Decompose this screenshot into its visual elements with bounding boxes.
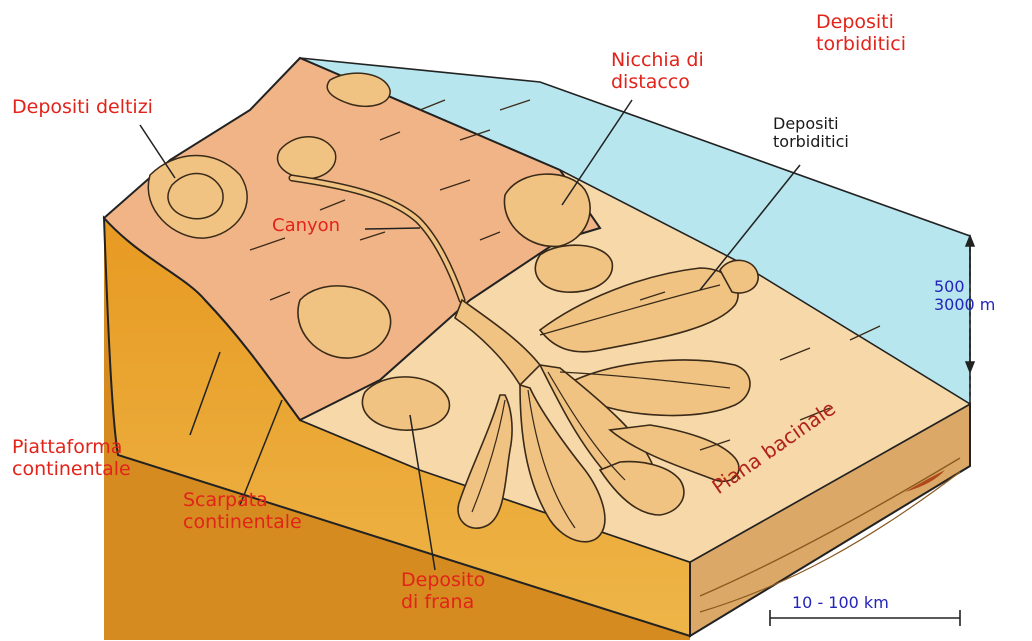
label-piattaforma-continentale: Piattaforma continentale (12, 437, 131, 481)
label-depositi-deltizi: Depositi deltizi (12, 97, 153, 119)
label-depositi-torbiditici-mid: Depositi torbiditici (773, 115, 849, 152)
label-depth-scale: 500 3000 m (934, 278, 995, 315)
label-depositi-torbiditici-top: Depositi torbiditici (816, 12, 906, 56)
label-nicchia-di-distacco: Nicchia di distacco (611, 50, 704, 94)
scale-bar-icon (770, 610, 960, 626)
label-scarpata-continentale: Scarpata continentale (183, 490, 302, 534)
label-deposito-di-frana: Deposito di frana (401, 570, 485, 614)
label-horizontal-scale: 10 - 100 km (792, 594, 889, 612)
label-canyon: Canyon (272, 216, 340, 237)
